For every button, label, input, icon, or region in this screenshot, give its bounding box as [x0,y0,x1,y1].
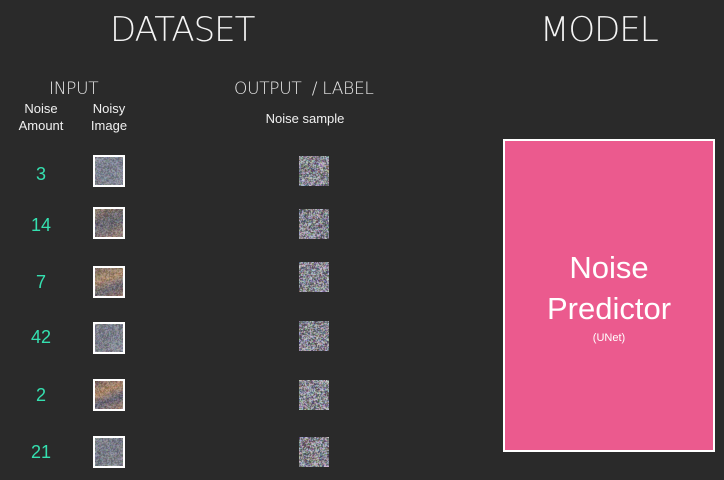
noisy-image-thumbnail [93,379,125,411]
noise-predictor-model-box: Noise Predictor (UNet) [503,139,715,452]
output-header: OUTPUT / LABEL [234,79,374,99]
noise-sample-image [299,209,329,239]
dataset-title: DATASET [110,10,255,50]
noise-amount-value: 2 [35,385,46,405]
noise-amount-value: 14 [30,215,52,235]
noise-sample-image [299,156,329,186]
noise-amount-header: Noise Amount [12,100,70,134]
model-architecture-label: (UNet) [592,332,626,344]
noise-amount-header-line2: Amount [18,118,64,133]
model-name-line1: Noise [569,250,649,285]
noise-amount-value: 21 [30,442,52,462]
model-title: MODEL [540,10,659,50]
noisy-image-thumbnail [93,266,125,298]
noise-amount-header-line1: Noise [24,101,58,116]
noise-amount-value: 3 [35,164,46,184]
noise-sample-image [299,380,329,410]
noisy-image-header-line2: Image [90,118,128,133]
noisy-image-thumbnail [93,207,125,239]
noisy-image-thumbnail [93,436,125,468]
input-header: INPUT [49,79,99,99]
noisy-image-header: Noisy Image [84,100,134,134]
noise-sample-image [299,437,329,467]
noise-sample-image [299,321,329,351]
noise-amount-value: 7 [35,272,46,292]
noise-amount-value: 42 [30,327,52,347]
noisy-image-thumbnail [93,155,125,187]
noisy-image-header-line1: Noisy [92,101,126,116]
noise-sample-image [299,262,329,292]
noise-sample-header: Noise sample [265,111,345,126]
model-name-line2: Predictor [546,291,672,326]
noisy-image-thumbnail [93,322,125,354]
